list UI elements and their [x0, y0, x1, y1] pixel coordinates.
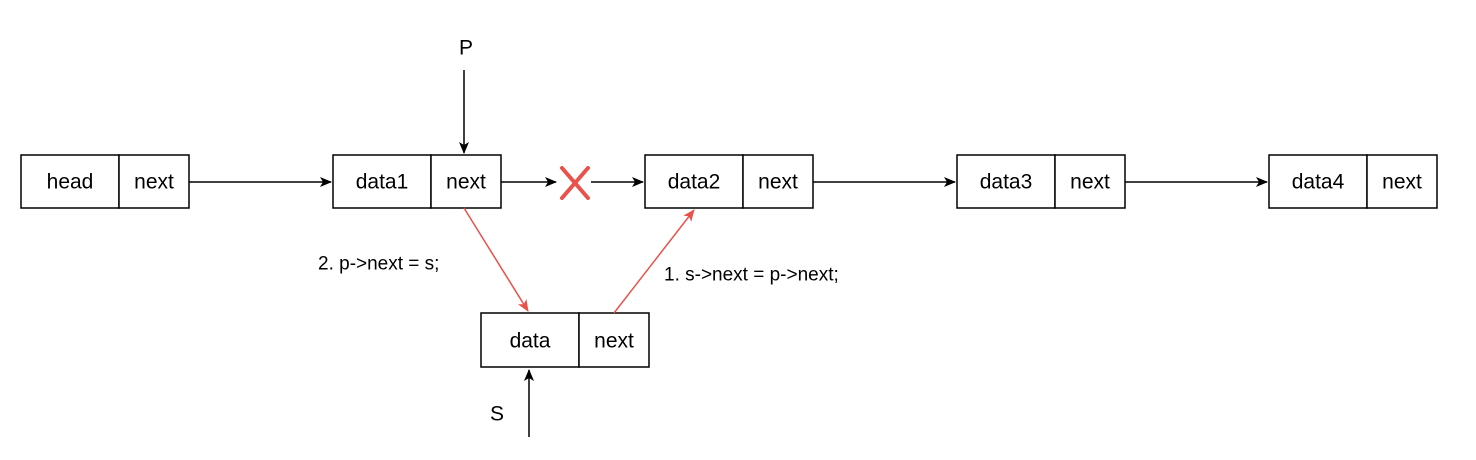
node-head-next: next [134, 171, 174, 194]
step1-label: 1. s->next = p->next; [664, 265, 839, 286]
node-head: head next [20, 154, 190, 209]
node-data3-data: data3 [980, 171, 1033, 194]
node-s: data next [480, 312, 650, 368]
node-data4: data4 next [1268, 154, 1438, 209]
pointer-s-label: S [490, 403, 504, 426]
step2-label: 2. p->next = s; [318, 254, 439, 275]
pointer-p-label: P [459, 37, 473, 60]
node-data4-next: next [1382, 171, 1422, 194]
node-data3-next: next [1070, 171, 1110, 194]
node-data2-data: data2 [668, 171, 721, 194]
node-data1: data1 next [332, 154, 502, 209]
node-data4-data: data4 [1292, 171, 1345, 194]
arrow-step1-s-next-to-data2 [613, 209, 695, 314]
broken-link-x-icon [560, 166, 590, 200]
node-s-data: data [510, 330, 551, 353]
node-data1-data: data1 [356, 171, 409, 194]
node-data2-next: next [758, 171, 798, 194]
arrow-step2-p-next-to-s [463, 207, 529, 312]
node-data3: data3 next [956, 154, 1126, 209]
node-s-next: next [594, 330, 634, 353]
node-head-data: head [47, 171, 94, 194]
node-data1-next: next [446, 171, 486, 194]
node-data2: data2 next [644, 154, 814, 209]
